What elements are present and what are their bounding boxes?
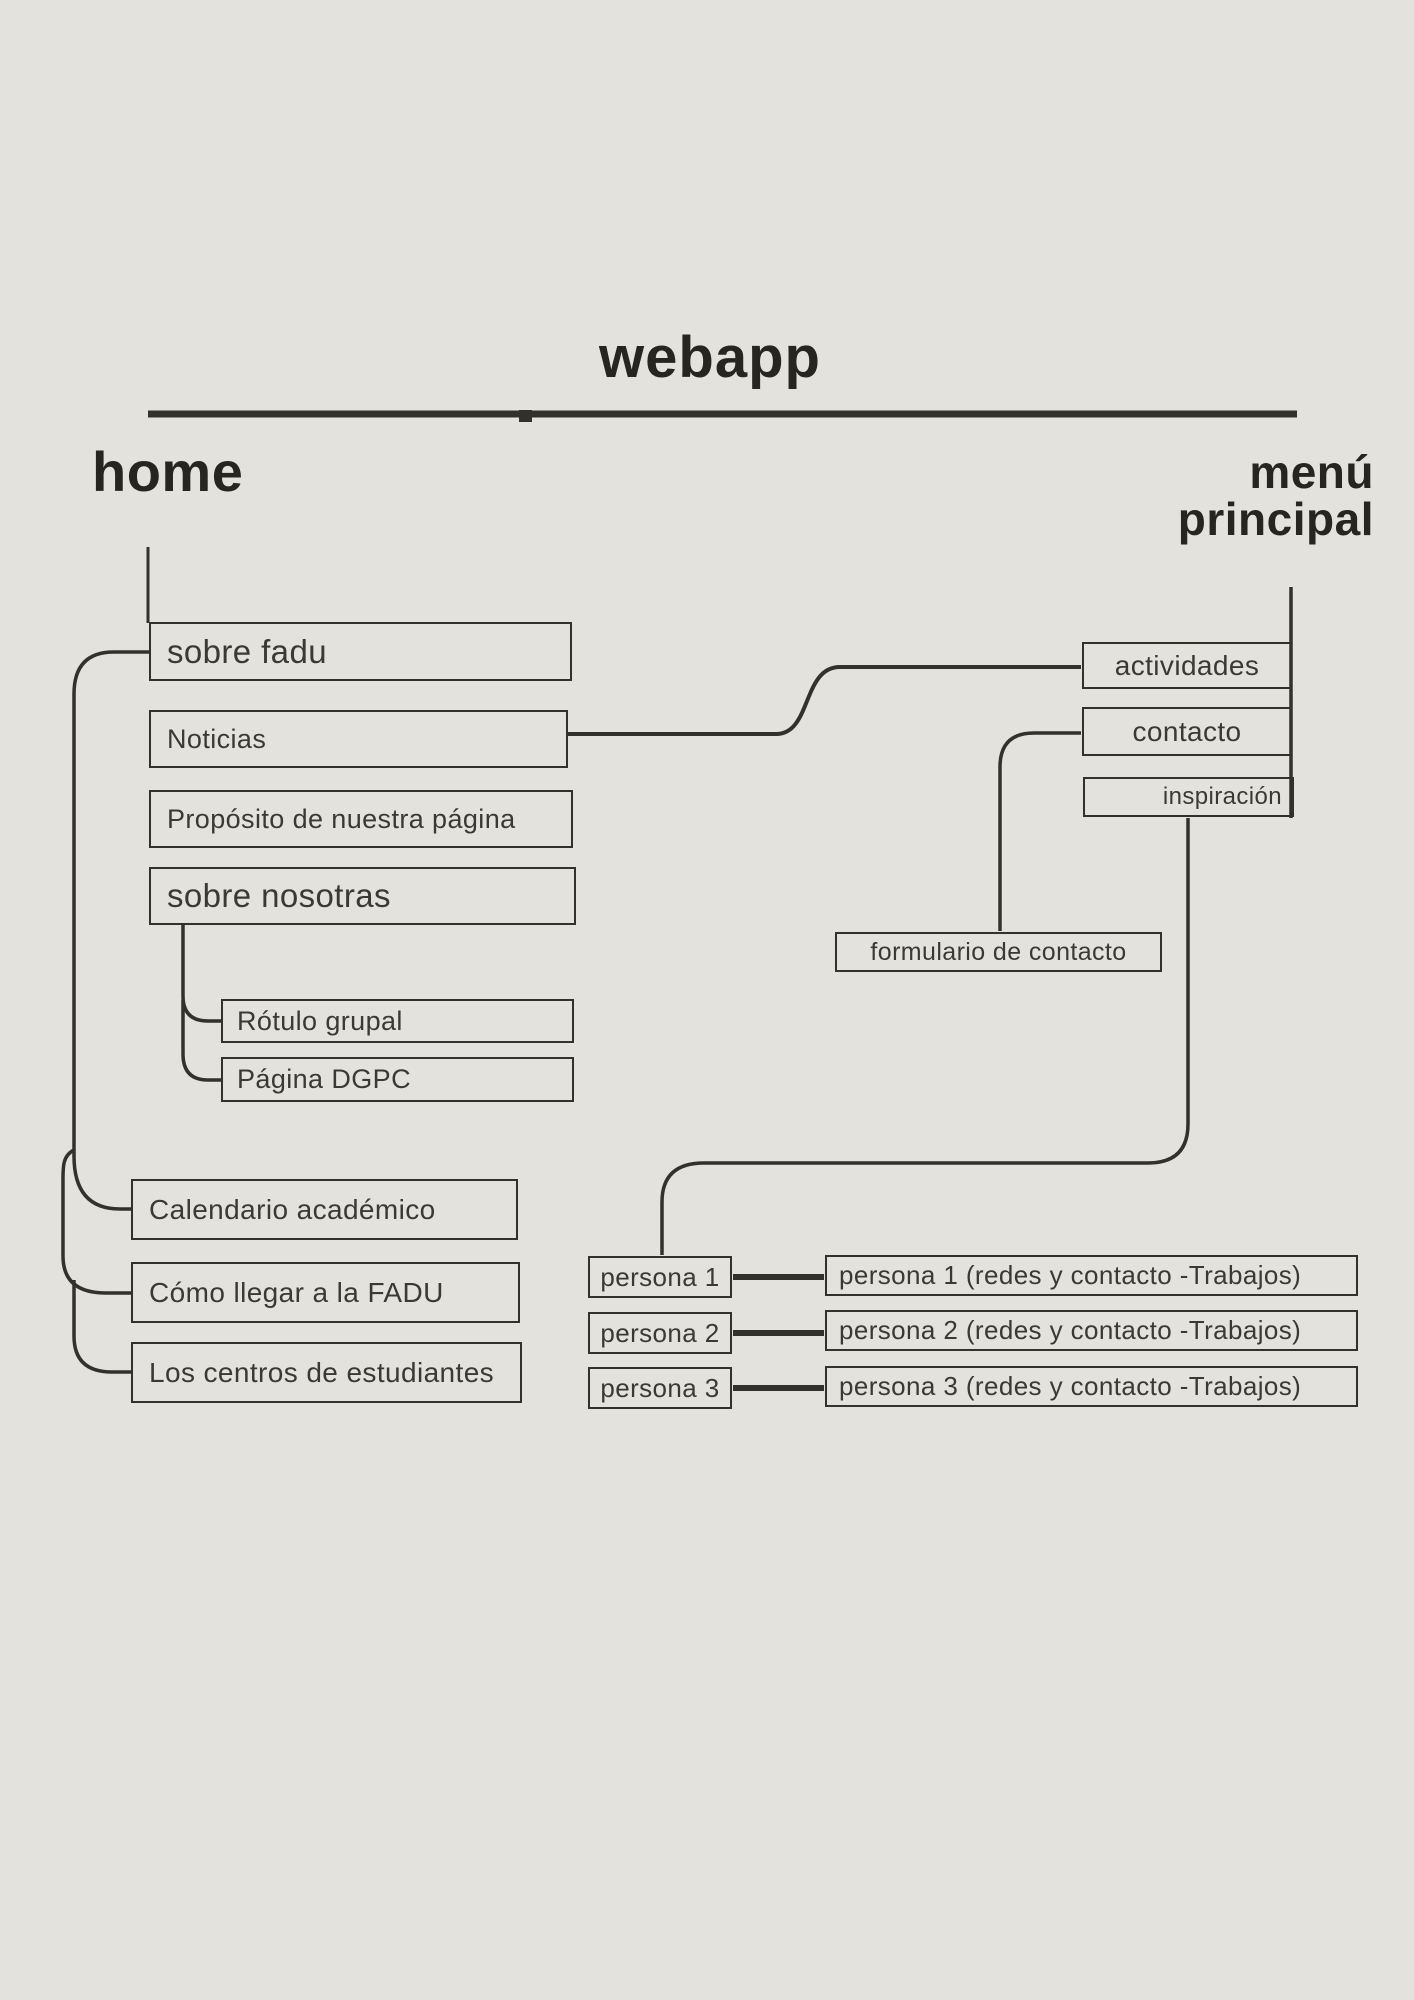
node-centros-estudiantes[interactable]: Los centros de estudiantes xyxy=(131,1342,522,1403)
section-heading-menu-principal: menú principal xyxy=(1177,446,1374,545)
node-inspiracion[interactable]: inspiración xyxy=(1083,777,1294,817)
node-label: Propósito de nuestra página xyxy=(167,803,516,834)
node-label: Rótulo grupal xyxy=(237,1005,403,1036)
connector-nosotras-pagina xyxy=(181,1000,221,1082)
node-label: persona 3 xyxy=(600,1372,720,1403)
connector-inspiracion-personas xyxy=(660,818,1190,1255)
node-label: persona 1 (redes y contacto -Trabajos) xyxy=(839,1260,1302,1290)
node-persona-1[interactable]: persona 1 xyxy=(588,1256,732,1298)
node-rotulo-grupal[interactable]: Rótulo grupal xyxy=(221,999,574,1043)
node-label: sobre nosotras xyxy=(167,877,391,914)
connector-contacto-formulario xyxy=(998,731,1081,931)
node-persona-3-detail[interactable]: persona 3 (redes y contacto -Trabajos) xyxy=(825,1366,1358,1407)
diagram-title: webapp xyxy=(599,325,821,390)
node-label: Los centros de estudiantes xyxy=(149,1356,495,1388)
node-persona-2[interactable]: persona 2 xyxy=(588,1312,732,1354)
node-label: inspiración xyxy=(1162,783,1282,810)
node-sobre-nosotras[interactable]: sobre nosotras xyxy=(149,867,576,925)
node-label: formulario de contacto xyxy=(870,937,1127,966)
node-label: Cómo llegar a la FADU xyxy=(149,1276,444,1308)
section-heading-home: home xyxy=(92,440,244,503)
node-label: persona 2 (redes y contacto -Trabajos) xyxy=(839,1315,1302,1345)
node-persona-3[interactable]: persona 3 xyxy=(588,1367,732,1409)
connector-branch-centros xyxy=(72,1280,131,1374)
node-proposito-pagina[interactable]: Propósito de nuestra página xyxy=(149,790,573,848)
node-persona-2-detail[interactable]: persona 2 (redes y contacto -Trabajos) xyxy=(825,1310,1358,1351)
node-pagina-dgpc[interactable]: Página DGPC xyxy=(221,1057,574,1102)
node-contacto[interactable]: contacto xyxy=(1082,707,1292,756)
node-sobre-fadu[interactable]: sobre fadu xyxy=(149,622,572,681)
connector-sobrefadu-calendario xyxy=(72,650,150,1211)
node-calendario-academico[interactable]: Calendario académico xyxy=(131,1179,518,1240)
connector-nosotras-rotulo xyxy=(181,925,221,1023)
node-label: Noticias xyxy=(167,723,267,754)
node-label: Calendario académico xyxy=(149,1193,436,1225)
node-label: actividades xyxy=(1114,649,1260,681)
connector-branch-como xyxy=(61,1148,131,1295)
node-label: sobre fadu xyxy=(167,632,327,670)
node-formulario-contacto[interactable]: formulario de contacto xyxy=(835,932,1162,972)
connector-noticias-actividades xyxy=(568,665,1081,736)
node-label: Página DGPC xyxy=(237,1064,411,1094)
node-como-llegar-fadu[interactable]: Cómo llegar a la FADU xyxy=(131,1262,520,1323)
divider-tick xyxy=(519,410,532,422)
node-label: contacto xyxy=(1132,715,1242,747)
node-label: persona 1 xyxy=(600,1261,720,1292)
node-label: persona 3 (redes y contacto -Trabajos) xyxy=(839,1371,1302,1401)
node-actividades[interactable]: actividades xyxy=(1082,642,1292,689)
node-noticias[interactable]: Noticias xyxy=(149,710,568,768)
node-persona-1-detail[interactable]: persona 1 (redes y contacto -Trabajos) xyxy=(825,1255,1358,1296)
node-label: persona 2 xyxy=(600,1317,720,1348)
